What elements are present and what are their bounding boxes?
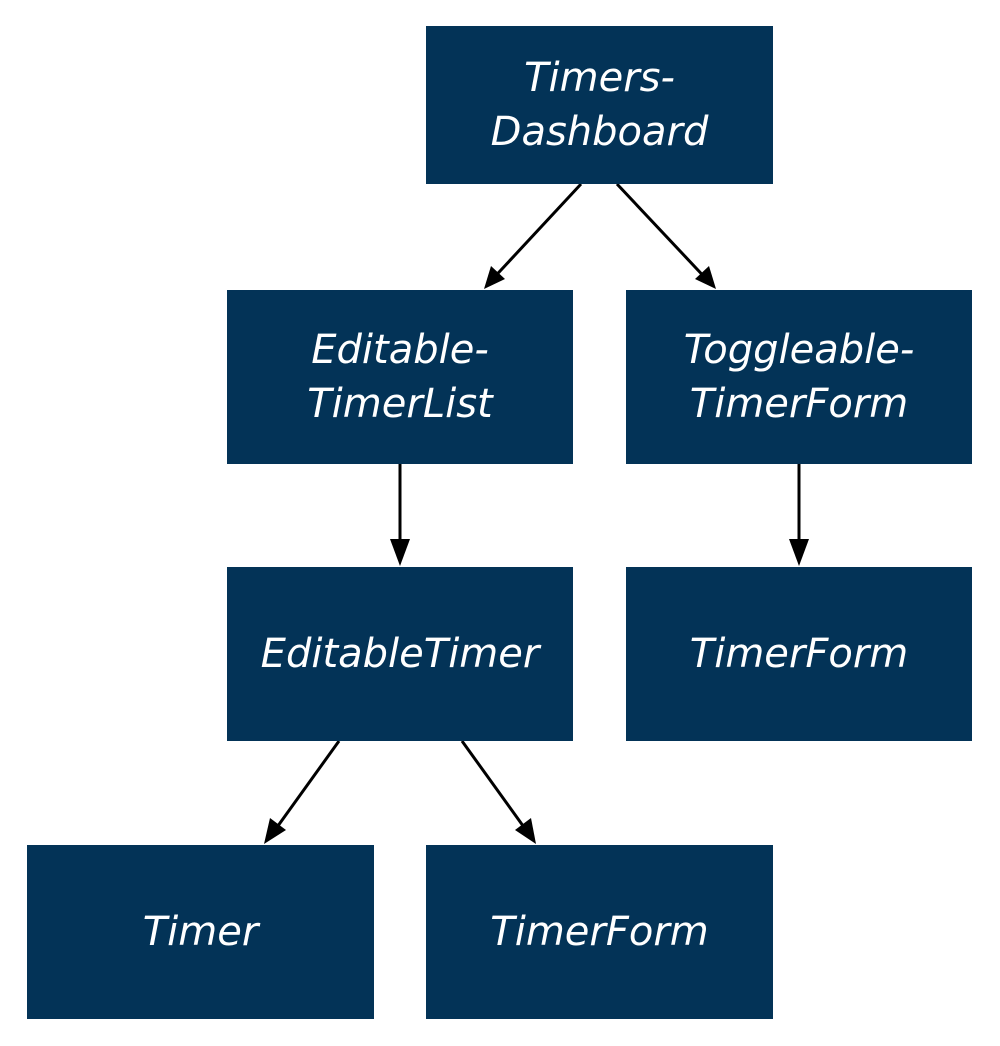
node-label-line: Timers-: [524, 55, 675, 101]
edge-dashboard-to-editable-timer-list: [484, 182, 583, 289]
node-toggleable-timer-form: Toggleable- TimerForm: [626, 290, 972, 464]
node-timers-dashboard: Timers- Dashboard: [426, 26, 773, 184]
node-label-line: Dashboard: [490, 109, 709, 155]
node-label: EditableTimer: [260, 631, 540, 677]
node-timer: Timer: [27, 845, 374, 1019]
node-label: TimerForm: [490, 909, 709, 955]
node-label-line: Editable-: [311, 327, 489, 373]
node-label-line: TimerList: [307, 381, 493, 427]
node-editable-timer-list: Editable- TimerList: [227, 290, 573, 464]
node-timer-form-bottom: TimerForm: [426, 845, 773, 1019]
edge-dashboard-to-toggleable-timer-form: [615, 182, 716, 289]
node-timer-form-right: TimerForm: [626, 567, 972, 741]
node-label: TimerForm: [689, 631, 909, 677]
node-label-line: TimerForm: [689, 381, 909, 427]
edge-toggleable-timer-form-to-timer-form: [789, 464, 809, 566]
node-label-line: Toggleable-: [683, 327, 915, 373]
edge-editable-timer-list-to-editable-timer: [390, 464, 410, 566]
edge-editable-timer-to-timer-form: [460, 740, 536, 844]
node-editable-timer: EditableTimer: [227, 567, 573, 741]
node-label: Timer: [142, 909, 259, 955]
edge-editable-timer-to-timer: [264, 740, 341, 844]
